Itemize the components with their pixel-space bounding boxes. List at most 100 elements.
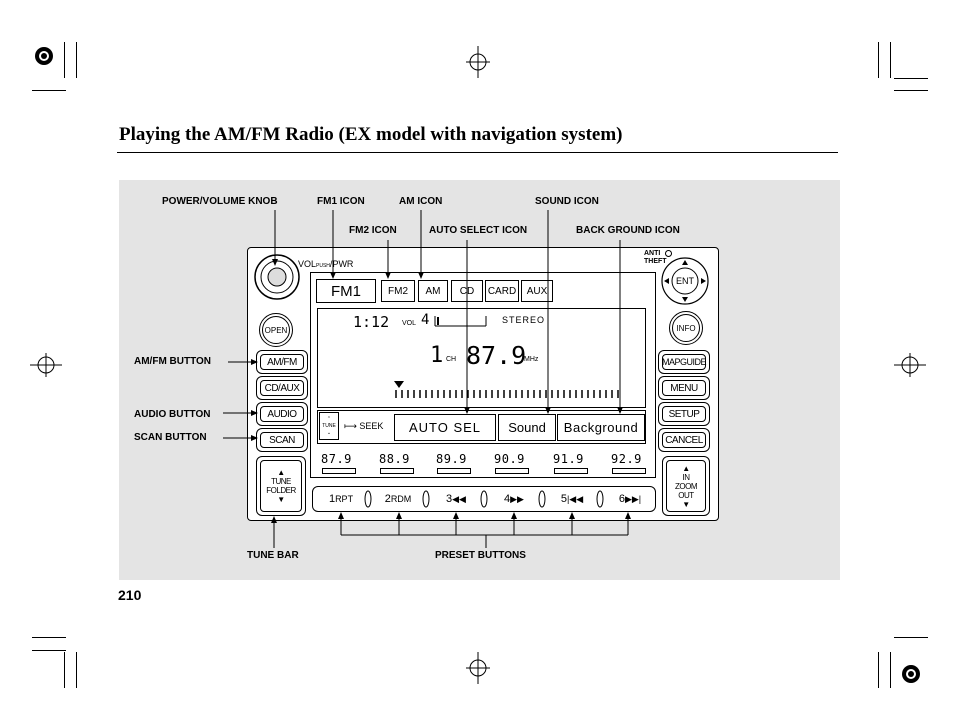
tab-am[interactable]: AM: [418, 280, 448, 302]
anti-theft-led-icon: [665, 250, 672, 257]
cd-aux-button[interactable]: CD/AUX: [256, 376, 308, 400]
push-text: PUSH: [316, 263, 330, 269]
preset-label: RDM: [390, 494, 412, 504]
rewind-icon: ◀◀: [452, 493, 466, 504]
preset-dividers: [364, 490, 604, 508]
heading-rule: [117, 152, 838, 153]
cancel-label: CANCEL: [662, 432, 706, 448]
preset-bar: [612, 468, 646, 474]
volume-meter: [434, 316, 487, 327]
seek-arrow-icon: ⟼: [344, 421, 357, 431]
mhz-label: MHz: [524, 356, 539, 363]
tune-indicator: ⌃ TUNE ⌄: [319, 412, 339, 440]
vol-label: VOL: [402, 320, 417, 327]
skip-back-icon: |◀◀: [566, 493, 584, 504]
preset-button-6[interactable]: 6▶▶|: [607, 490, 653, 508]
vol-text: VOL: [298, 259, 317, 269]
tune-label: TUNE: [271, 477, 291, 486]
tune-text: TUNE: [322, 422, 336, 429]
preset-num: 6: [618, 493, 625, 505]
tab-card[interactable]: CARD: [485, 280, 519, 302]
info-area: [317, 308, 646, 408]
theft-text: THEFT: [644, 258, 667, 265]
preset-freq-4: 90.9: [494, 452, 525, 466]
zoom-bar[interactable]: ▲ IN ZOOM OUT ▼: [662, 456, 710, 516]
audio-label: AUDIO: [260, 406, 304, 422]
clock: 1:12: [353, 313, 390, 331]
page-number: 210: [118, 587, 142, 603]
callout-scan-button: SCAN BUTTON: [134, 432, 207, 443]
zoom-out-label: OUT: [678, 490, 694, 500]
scan-button[interactable]: SCAN: [256, 428, 308, 452]
audio-button[interactable]: AUDIO: [256, 402, 308, 426]
map-guide-button[interactable]: MAPGUIDE: [658, 350, 710, 374]
callout-fm2-icon: FM2 ICON: [349, 225, 397, 236]
channel-number: 1: [430, 343, 444, 368]
page-heading: Playing the AM/FM Radio (EX model with n…: [119, 124, 623, 145]
registration-sunburst-icon: [902, 665, 920, 683]
power-volume-knob[interactable]: [252, 252, 302, 302]
ent-joystick[interactable]: [660, 256, 710, 306]
cancel-button[interactable]: CANCEL: [658, 428, 710, 452]
info-button[interactable]: INFO: [669, 311, 703, 345]
vol-value: 4: [421, 312, 430, 328]
preset-freq-3: 89.9: [436, 452, 467, 466]
tab-aux[interactable]: AUX: [521, 280, 553, 302]
frequency-readout: 87.9: [466, 341, 527, 370]
preset-bar: [437, 468, 471, 474]
tune-down-icon: ▼: [277, 495, 285, 504]
registration-sunburst-icon: [35, 47, 53, 65]
menu-button[interactable]: MENU: [658, 376, 710, 400]
preset-freq-1: 87.9: [321, 452, 352, 466]
am-fm-button[interactable]: AM/FM: [256, 350, 308, 374]
preset-button-5[interactable]: 5|◀◀: [549, 490, 595, 508]
fm1-icon[interactable]: FM1: [316, 279, 376, 303]
tab-fm2[interactable]: FM2: [381, 280, 415, 302]
preset-num: 1: [328, 493, 336, 505]
zoom-label: ZOOM: [675, 481, 698, 491]
tune-down-arrow-icon: ⌄: [326, 429, 332, 436]
preset-button-3[interactable]: 3◀◀: [433, 490, 479, 508]
preset-bar: [380, 468, 414, 474]
am-fm-label: AM/FM: [260, 354, 304, 370]
sound-icon[interactable]: Sound: [498, 414, 556, 441]
seek-indicator: ⟼ SEEK: [344, 421, 383, 432]
zoom-in-icon: ▲: [682, 463, 690, 473]
callout-am-icon: AM ICON: [399, 196, 443, 207]
menu-label: MENU: [662, 380, 706, 396]
preset-num: 5: [560, 493, 567, 505]
preset-num: 4: [504, 493, 511, 505]
ent-label: ENT: [676, 276, 694, 286]
preset-bar: [495, 468, 529, 474]
preset-button-4[interactable]: 4▶▶: [491, 490, 537, 508]
anti-text: ANTI: [644, 250, 661, 257]
stereo-indicator: STEREO: [502, 315, 546, 325]
preset-freq-6: 92.9: [611, 452, 642, 466]
preset-num: 3: [446, 493, 453, 505]
pwr-text: PWR: [332, 259, 354, 269]
seek-text: SEEK: [359, 421, 384, 431]
anti-theft-label: ANTI THEFT: [644, 250, 667, 266]
preset-bar: [554, 468, 588, 474]
callout-sound-icon: SOUND ICON: [535, 196, 599, 207]
callout-preset-buttons: PRESET BUTTONS: [435, 550, 526, 561]
tuning-pointer-icon: [394, 381, 404, 388]
tuning-scale: [394, 381, 619, 398]
auto-select-icon[interactable]: AUTO SEL: [394, 414, 496, 441]
open-button[interactable]: OPEN: [259, 313, 293, 347]
skip-forward-icon: ▶▶|: [624, 493, 642, 504]
background-icon[interactable]: Background: [557, 414, 645, 441]
tune-folder-bar[interactable]: ▲ TUNE FOLDER ▼: [256, 456, 306, 516]
setup-button[interactable]: SETUP: [658, 402, 710, 426]
volume-fill: [437, 317, 439, 325]
preset-freq-2: 88.9: [379, 452, 410, 466]
cd-aux-label: CD/AUX: [260, 380, 304, 396]
ch-label: CH: [446, 356, 457, 363]
preset-label: RPT: [335, 494, 354, 504]
scan-label: SCAN: [260, 432, 304, 448]
preset-num: 2: [384, 493, 391, 505]
